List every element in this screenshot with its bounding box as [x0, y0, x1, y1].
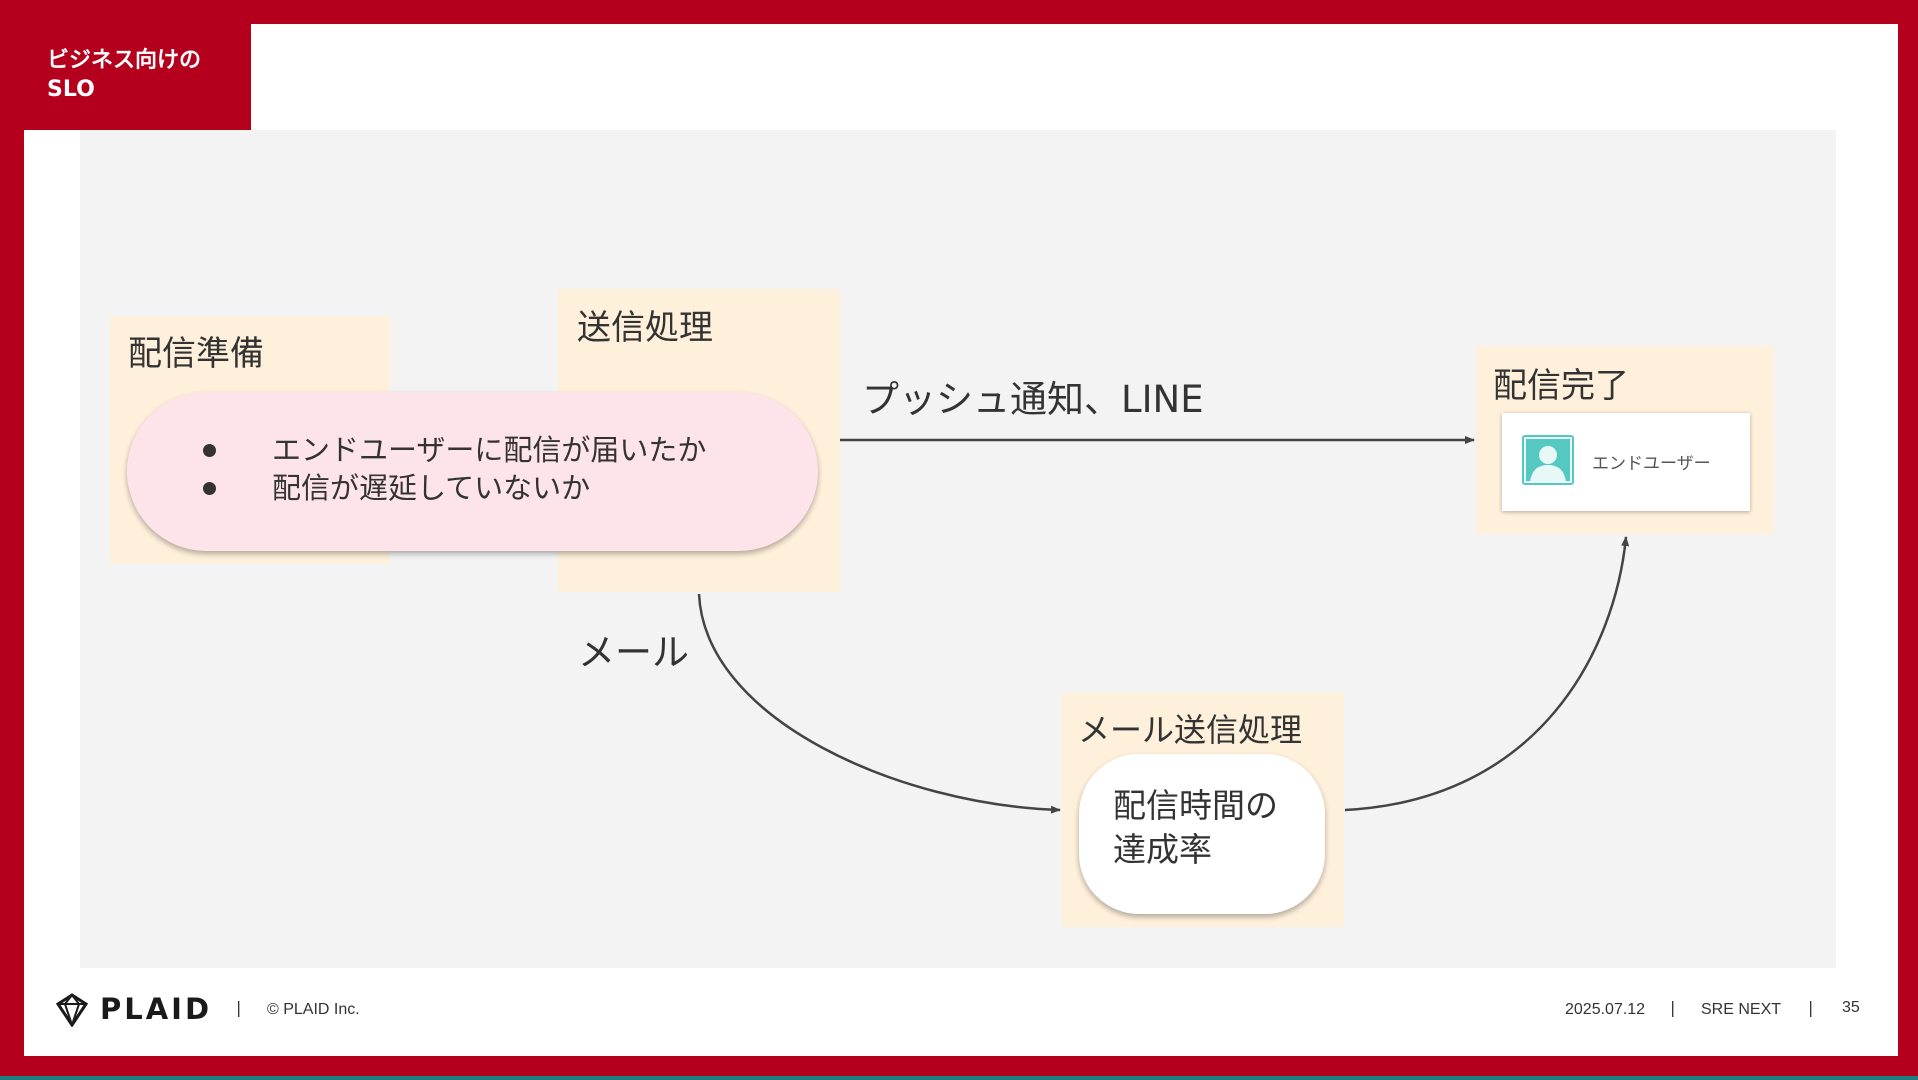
- bottom-accent-strip: [0, 1076, 1918, 1080]
- footer-separator: |: [1808, 998, 1814, 1017]
- metric-line1: 配信時間の: [1113, 786, 1278, 825]
- footer-page-number: 35: [1842, 999, 1860, 1016]
- section-tag-line2: SLO: [47, 77, 95, 102]
- check-criteria-pill: エンドユーザーに配信が届いたか 配信が遅延していないか: [127, 392, 818, 551]
- zone-prep-title: 配信準備: [128, 334, 264, 374]
- footer-separator: |: [236, 998, 242, 1017]
- metric-bubble: 配信時間の 達成率: [1079, 754, 1325, 914]
- list-item: 配信が遅延していないか: [203, 469, 706, 507]
- footer-date: 2025.07.12: [1565, 1001, 1646, 1018]
- zone-send-title: 送信処理: [577, 308, 713, 348]
- check-criteria-item-1: エンドユーザーに配信が届いたか: [272, 433, 707, 467]
- footer-brand: PLAID: [100, 992, 213, 1026]
- push-line-label: プッシュ通知、LINE: [862, 378, 1204, 421]
- section-tag-line1: ビジネス向けの: [47, 48, 202, 73]
- check-criteria-item-2: 配信が遅延していないか: [272, 471, 591, 505]
- mail-label: メール: [578, 631, 689, 674]
- list-item: エンドユーザーに配信が届いたか: [203, 431, 706, 469]
- end-user-card: エンドユーザー: [1502, 413, 1750, 511]
- zone-mail-send-title: メール送信処理: [1078, 711, 1303, 749]
- bullet-icon: [203, 443, 216, 457]
- zone-done-title: 配信完了: [1493, 366, 1629, 406]
- footer-copyright: © PLAID Inc.: [267, 1001, 360, 1018]
- metric-line2: 達成率: [1113, 830, 1212, 869]
- footer-separator: |: [1670, 998, 1676, 1017]
- section-tag: ビジネス向けの SLO: [24, 24, 251, 130]
- bullet-icon: [203, 481, 216, 495]
- footer-event: SRE NEXT: [1701, 1001, 1782, 1018]
- check-criteria-list: エンドユーザーに配信が届いたか 配信が遅延していないか: [203, 431, 706, 507]
- end-user-label: エンドユーザー: [1592, 454, 1711, 474]
- metric-text: 配信時間の 達成率: [1113, 784, 1278, 872]
- plaid-logo-icon: [56, 993, 88, 1027]
- user-icon: [1522, 435, 1574, 485]
